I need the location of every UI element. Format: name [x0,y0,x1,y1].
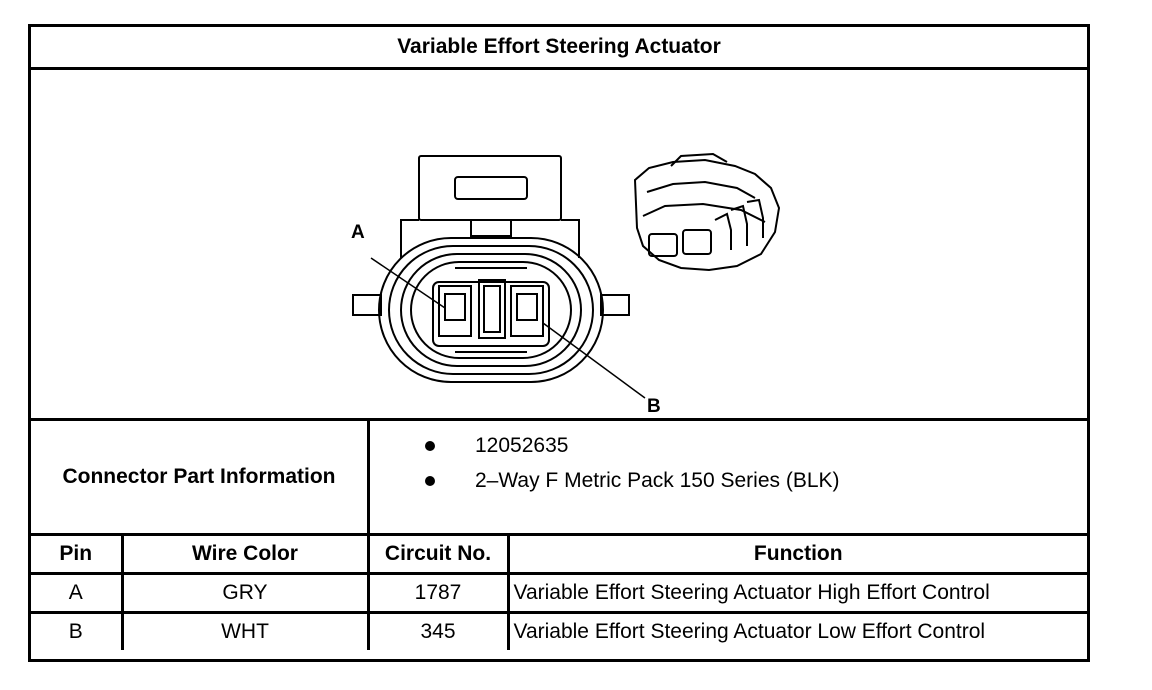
header-pin: Pin [31,536,124,575]
connector-face-drawing: A B [351,152,781,417]
cell-wire-color: WHT [120,611,370,650]
connector-document: Variable Effort Steering Actuator [28,24,1090,662]
bullet-icon [425,476,435,486]
pinout-table: Pin Wire Color Circuit No. Function A GR… [31,536,1087,650]
connector-info-label: Connector Part Information [31,421,370,533]
header-wire-color: Wire Color [120,536,370,575]
cell-circuit: 345 [366,611,510,650]
cell-wire-color: GRY [120,572,370,614]
connector-info-list: 12052635 2–Way F Metric Pack 150 Series … [370,421,1070,533]
bullet-icon [425,441,435,451]
cell-function: Variable Effort Steering Actuator High E… [506,572,1087,614]
table-header-row: Pin Wire Color Circuit No. Function [31,536,1087,575]
header-circuit: Circuit No. [366,536,510,575]
part-number: 12052635 [475,434,569,457]
cell-pin: A [31,572,124,614]
header-function: Function [506,536,1087,575]
document-title: Variable Effort Steering Actuator [31,27,1087,70]
table-row: B WHT 345 Variable Effort Steering Actua… [31,611,1087,650]
cell-pin: B [31,611,124,650]
connector-info-section: Connector Part Information 12052635 2–Wa… [31,421,1087,536]
connector-series: 2–Way F Metric Pack 150 Series (BLK) [475,469,840,492]
pin-b-label: B [647,396,661,417]
table-row: A GRY 1787 Variable Effort Steering Actu… [31,572,1087,614]
pin-a-label: A [351,222,365,243]
connector-diagram: A B [31,70,1087,421]
cell-function: Variable Effort Steering Actuator Low Ef… [506,611,1087,650]
cell-circuit: 1787 [366,572,510,614]
